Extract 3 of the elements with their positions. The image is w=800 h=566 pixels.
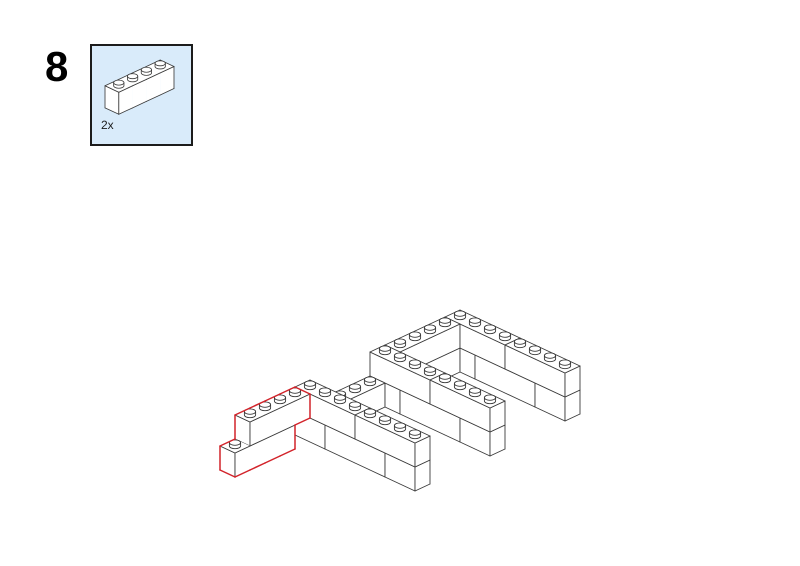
step-number: 8	[45, 46, 68, 88]
parts-callout-box	[90, 44, 193, 146]
quantity-label: 2x	[101, 119, 114, 131]
